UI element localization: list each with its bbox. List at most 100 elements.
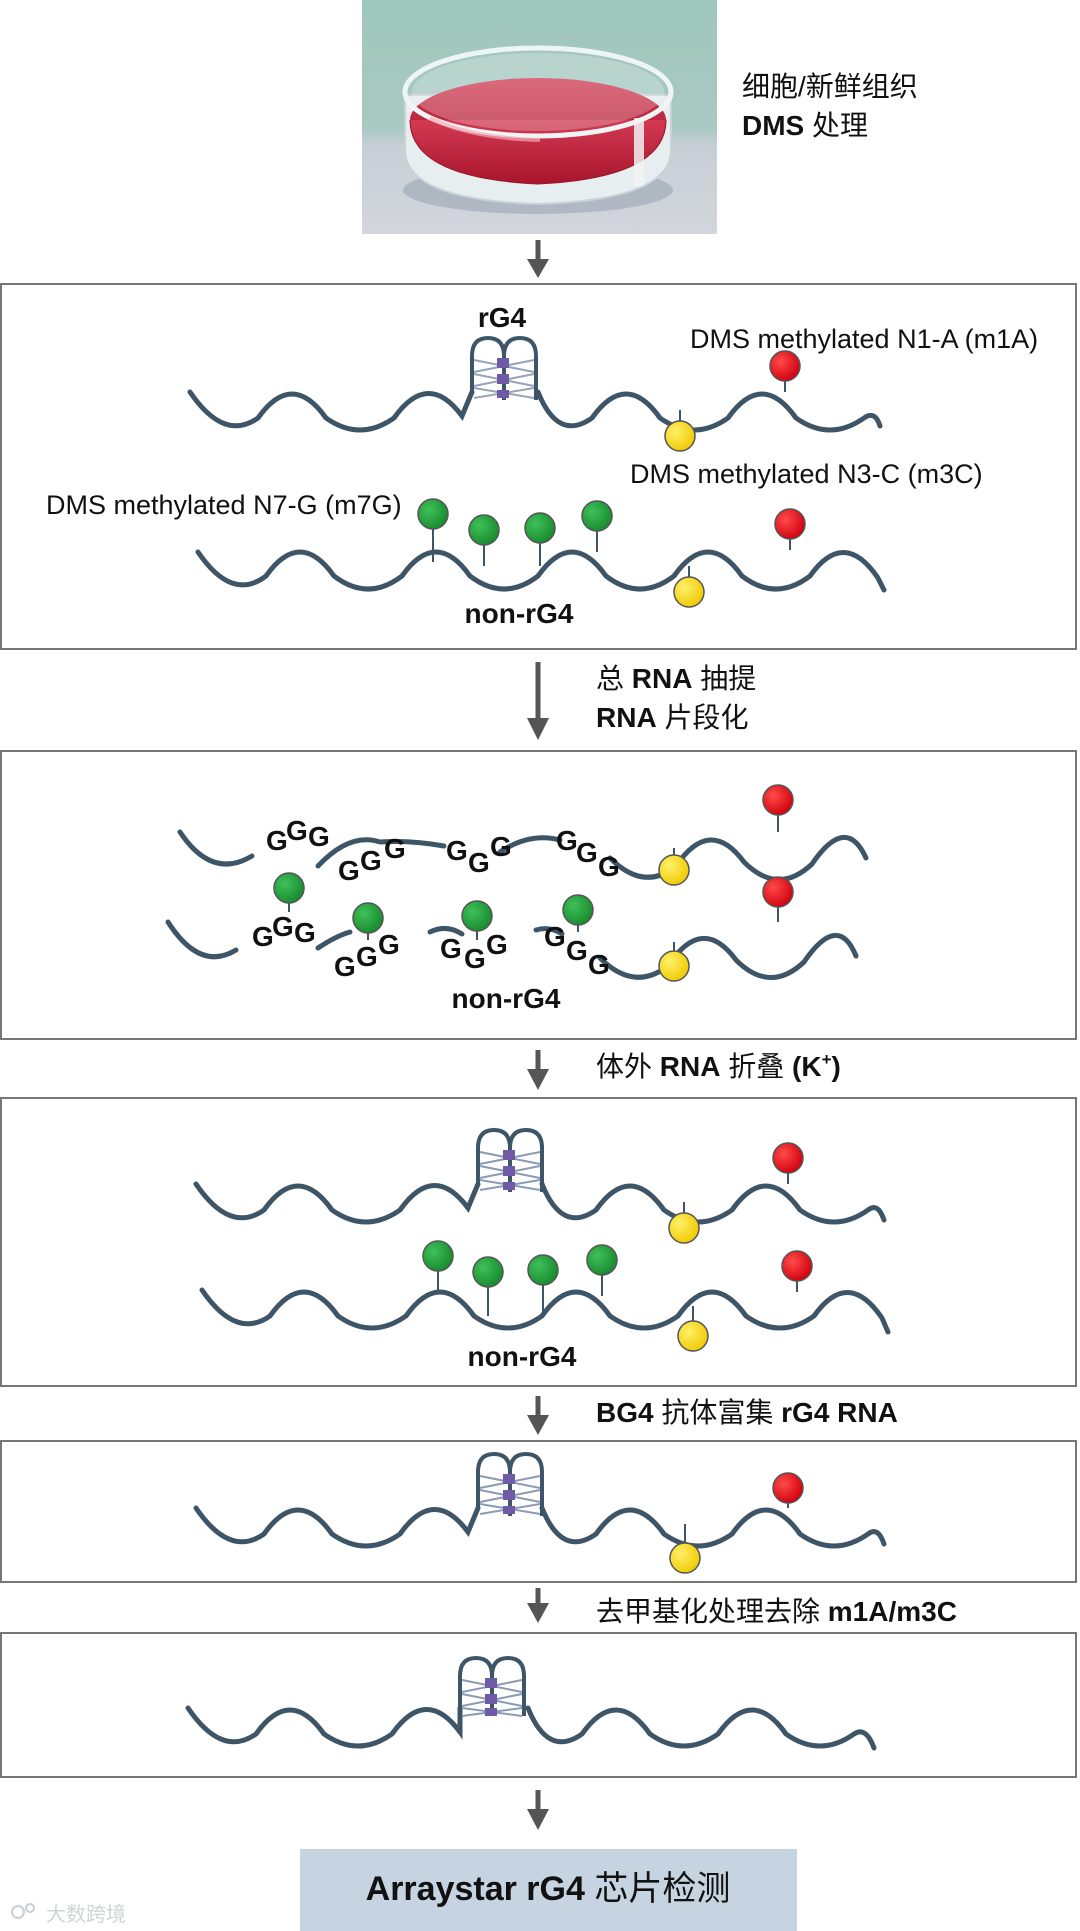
non-rg4-label: non-rG4 xyxy=(452,983,561,1014)
guanine-letter: G xyxy=(334,951,356,982)
step1-line1: 总 RNA 抽提 xyxy=(596,663,756,694)
guanine-letter: G xyxy=(272,911,294,942)
non-rg4-label: non-rG4 xyxy=(465,598,574,629)
guanine-letter: G xyxy=(440,933,462,964)
petri-dish-image xyxy=(362,0,717,234)
panel-4-box xyxy=(0,1440,1077,1583)
final-detection-box xyxy=(300,1849,797,1931)
panel-5-box xyxy=(0,1632,1077,1778)
arrow-3 xyxy=(527,1050,549,1090)
g-quadruplex-structure xyxy=(470,335,538,400)
guanine-letter: G xyxy=(360,845,382,876)
panel-5-content xyxy=(185,1655,877,1751)
m7g-marker xyxy=(586,1244,618,1296)
arrow-1 xyxy=(527,240,549,278)
rna-strand xyxy=(177,829,869,882)
guanine-letter: G xyxy=(378,929,400,960)
guanine-letter: G xyxy=(356,941,378,972)
m7g-marker xyxy=(581,500,613,552)
rna-strand xyxy=(193,1505,887,1549)
strand-non-rg4 xyxy=(195,549,887,593)
g-quadruplex-structure xyxy=(458,1655,526,1717)
m1a-label: DMS methylated N1-A (m1A) xyxy=(690,324,1038,354)
m3c-marker xyxy=(673,566,705,608)
m3c-marker xyxy=(664,410,696,452)
panel-2-box xyxy=(0,750,1077,1040)
guanine-letter: G xyxy=(266,825,288,856)
m7g-marker xyxy=(562,894,594,932)
arrow-4 xyxy=(527,1396,549,1435)
guanine-letter: G xyxy=(486,929,508,960)
step1-line2: RNA 片段化 xyxy=(596,702,748,733)
guanine-letter: G xyxy=(338,855,360,886)
m1a-marker xyxy=(772,1472,804,1508)
step4-text: 去甲基化处理去除 m1A/m3C xyxy=(596,1596,957,1627)
guanine-letter: G xyxy=(490,831,512,862)
step3-text: BG4 抗体富集 rG4 RNA xyxy=(596,1397,898,1428)
m7g-marker xyxy=(468,514,500,566)
non-rg4-label: non-rG4 xyxy=(468,1341,577,1372)
step0-caption-line1: 细胞/新鲜组织 xyxy=(742,71,918,102)
rna-strand xyxy=(199,1287,891,1335)
m3c-marker xyxy=(658,848,690,886)
guanine-letter: G xyxy=(446,835,468,866)
guanine-letter: G xyxy=(576,837,598,868)
guanine-letter: G xyxy=(598,851,620,882)
m3c-marker xyxy=(677,1306,709,1352)
arrow-2 xyxy=(527,662,549,740)
m7g-marker xyxy=(472,1256,504,1316)
rna-strand xyxy=(193,1181,887,1225)
m7g-marker xyxy=(273,872,305,912)
g-quadruplex-structure xyxy=(476,1127,544,1192)
panel-1-content: rG4 DMS methylated N1-A (m1A) DMS methyl… xyxy=(46,302,1038,629)
m3c-marker xyxy=(668,1202,700,1244)
final-detection-label: Arraystar rG4 芯片检测 xyxy=(366,1870,731,1908)
m1a-marker xyxy=(781,1250,813,1292)
m7g-marker xyxy=(527,1254,559,1312)
m1a-marker xyxy=(774,508,806,550)
m1a-marker xyxy=(762,876,794,922)
panel-3-box xyxy=(0,1097,1077,1387)
g-quadruplex-structure xyxy=(476,1451,544,1516)
guanine-letter: G xyxy=(294,917,316,948)
m7g-marker xyxy=(352,902,384,940)
arrow-6 xyxy=(527,1790,549,1830)
m7g-marker xyxy=(461,900,493,940)
panel-3-content: non-rG4 xyxy=(193,1127,891,1372)
watermark-logo: 大数跨境 xyxy=(11,1903,126,1926)
panel-4-content xyxy=(193,1451,887,1549)
m1a-marker xyxy=(769,350,801,392)
rna-strand xyxy=(187,389,883,433)
guanine-letter: G xyxy=(384,833,406,864)
step0-caption-line2: DMS 处理 xyxy=(742,110,868,141)
guanine-letter: G xyxy=(286,815,308,846)
guanine-letter: G xyxy=(588,949,610,980)
strand-rg4 xyxy=(187,335,883,433)
rna-strand xyxy=(195,549,887,593)
m7g-marker xyxy=(417,498,449,562)
guanine-letter: G xyxy=(544,921,566,952)
m3c-label: DMS methylated N3-C (m3C) xyxy=(630,459,983,489)
rg4-label: rG4 xyxy=(478,302,527,333)
m7g-label: DMS methylated N7-G (m7G) xyxy=(46,490,402,520)
m1a-marker xyxy=(762,784,794,832)
guanine-letter: G xyxy=(468,847,490,878)
m3c-marker xyxy=(669,1524,701,1574)
m1a-marker xyxy=(772,1142,804,1184)
m3c-marker xyxy=(658,942,690,982)
guanine-letter: G xyxy=(566,935,588,966)
rna-strand xyxy=(165,919,859,980)
guanine-letter: G xyxy=(252,921,274,952)
guanine-letter: G xyxy=(464,943,486,974)
watermark-text: 大数跨境 xyxy=(46,1903,126,1926)
rna-strand xyxy=(185,1705,877,1751)
panel-1-box xyxy=(0,283,1077,650)
m7g-marker xyxy=(422,1240,454,1292)
guanine-letter: G xyxy=(556,825,578,856)
step2-text: 体外 RNA 折叠 (K+) xyxy=(596,1050,841,1082)
m7g-marker xyxy=(524,512,556,566)
arrow-5 xyxy=(527,1588,549,1623)
guanine-letter: G xyxy=(308,821,330,852)
